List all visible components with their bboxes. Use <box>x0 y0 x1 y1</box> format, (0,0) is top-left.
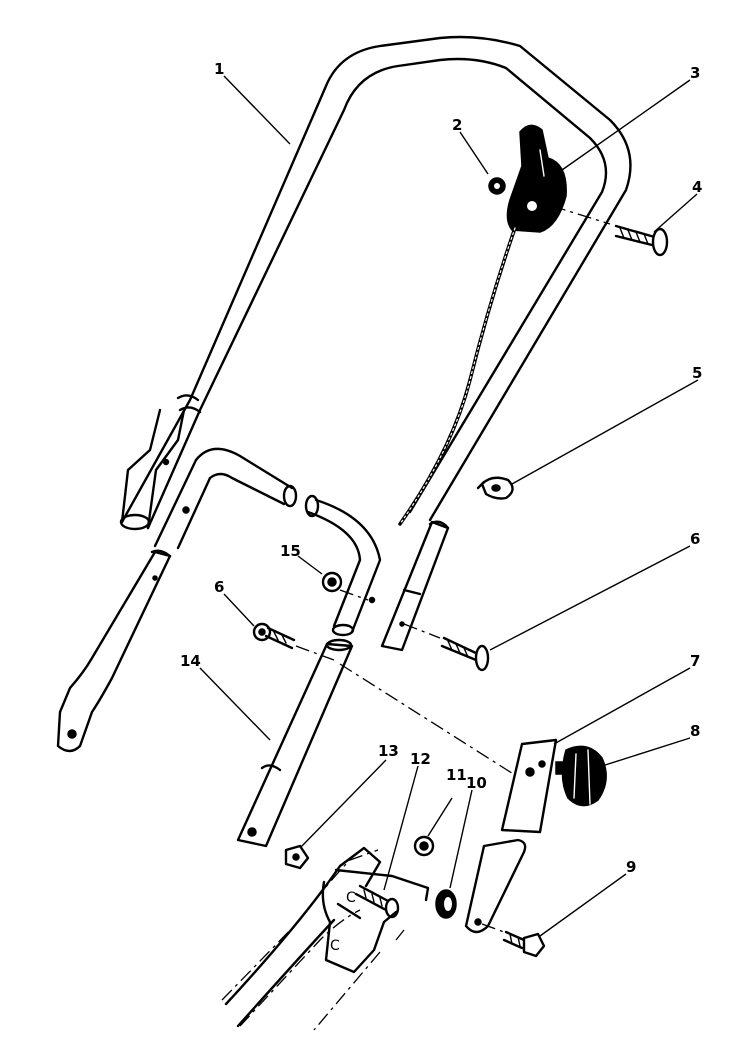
callout-6-right: 6 <box>690 530 700 548</box>
knob-part-8 <box>555 745 607 807</box>
assembly-line-14-to-7 <box>339 663 527 783</box>
bolt-part-6-right <box>403 623 490 672</box>
leader-lines <box>199 75 699 937</box>
callout-5: 5 <box>692 364 702 382</box>
nut-part-13 <box>284 844 310 870</box>
callout-2: 2 <box>452 116 462 134</box>
bolt-part-9 <box>481 923 546 958</box>
lower-handle-part-14 <box>153 447 382 848</box>
washer-part-10 <box>435 889 457 919</box>
callout-9: 9 <box>626 858 636 876</box>
callout-13: 13 <box>378 742 399 760</box>
bracket-part-7 <box>464 738 558 934</box>
callout-8: 8 <box>690 722 700 740</box>
callout-10: 10 <box>466 774 487 792</box>
nut-part-11 <box>413 835 435 857</box>
callout-7: 7 <box>690 652 700 670</box>
bolt-part-12 <box>354 884 400 919</box>
callout-3: 3 <box>690 64 700 82</box>
callout-4: 4 <box>692 178 702 196</box>
callout-labels: 1 2 3 4 5 6 6 7 8 9 10 11 12 13 14 15 <box>180 60 702 876</box>
handle-right-lower-extension <box>380 520 450 652</box>
upper-handle-part-1 <box>119 35 632 531</box>
callout-1: 1 <box>214 60 224 78</box>
svg-text:C: C <box>330 938 340 954</box>
callout-15: 15 <box>280 542 301 560</box>
cable-clip-part-5 <box>476 476 514 500</box>
callout-12: 12 <box>410 750 431 768</box>
throttle-control-part-3 <box>398 124 567 526</box>
mower-deck-housing: C C <box>221 846 430 1031</box>
bolt-part-6-left <box>252 622 335 661</box>
nut-part-15 <box>321 571 376 604</box>
callout-6-left: 6 <box>214 578 224 596</box>
nut-part-2 <box>488 177 506 195</box>
carriage-bolt-part-4 <box>551 205 669 257</box>
callout-14: 14 <box>180 652 201 670</box>
svg-text:C: C <box>346 890 356 906</box>
handle-left-lower-extension <box>56 549 172 753</box>
callout-11: 11 <box>446 766 467 784</box>
